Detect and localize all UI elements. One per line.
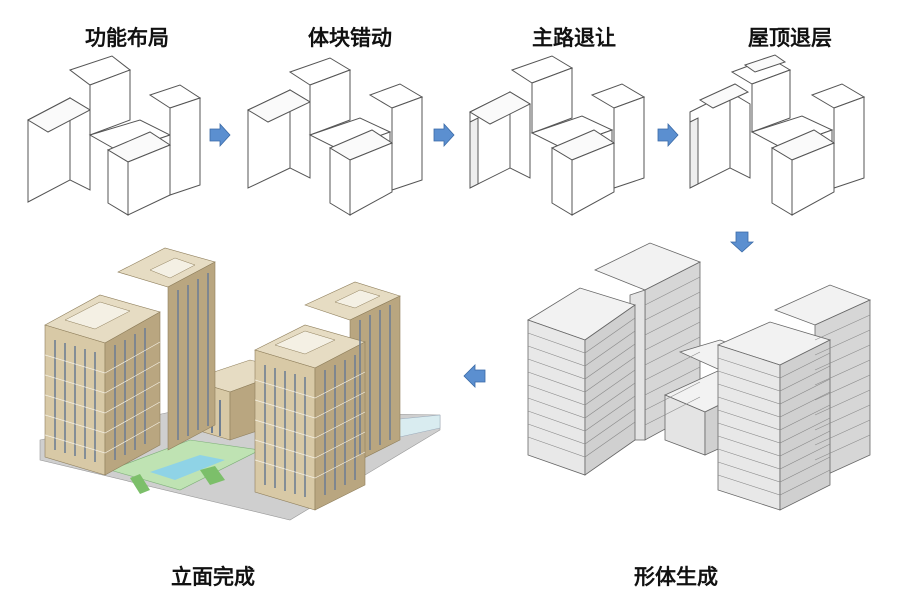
sketch-road-setback [468, 55, 646, 216]
step-label-road-setback: 主路退让 [532, 26, 616, 50]
arrow-right-1-icon [209, 122, 231, 148]
step-label-facade-complete: 立面完成 [171, 565, 255, 589]
arrow-right-3-icon [657, 122, 679, 148]
sketch-mass-offset [246, 57, 424, 216]
arrow-down-icon [729, 231, 755, 253]
arrow-right-2-icon [433, 122, 455, 148]
step-label-mass-offset: 体块错动 [308, 26, 392, 50]
massing-form-generation [527, 242, 872, 511]
step-label-form-generation: 形体生成 [634, 565, 718, 589]
sketch-roof-setback [689, 54, 866, 216]
sketch-function-layout [26, 55, 202, 216]
step-label-function-layout: 功能布局 [85, 26, 169, 50]
facade-rendering [39, 247, 441, 521]
step-label-roof-setback: 屋顶退层 [748, 26, 832, 50]
arrow-left-icon [463, 364, 486, 388]
